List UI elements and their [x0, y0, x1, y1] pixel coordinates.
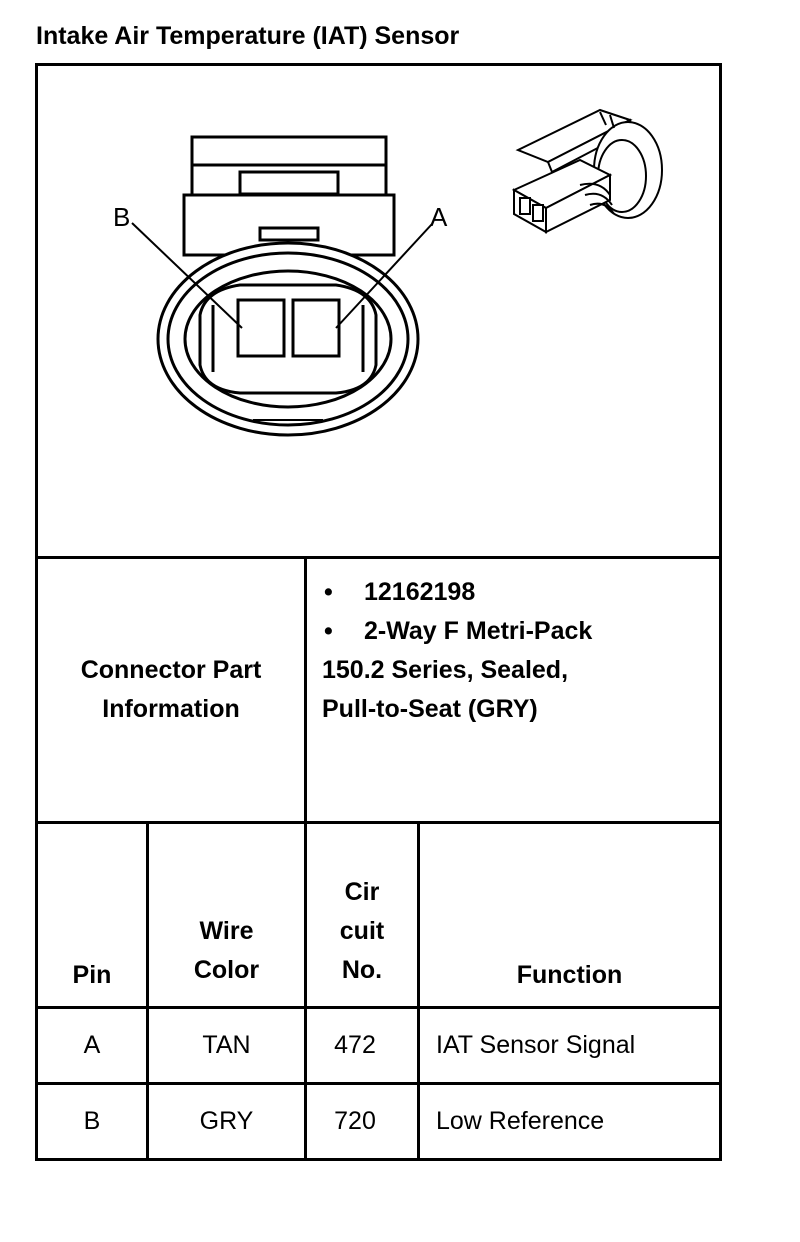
cell-function: IAT Sensor Signal: [436, 1031, 636, 1059]
divider-col-3: [417, 821, 420, 1161]
header-pin: Pin: [72, 961, 112, 989]
pin-a-label: A: [430, 202, 448, 232]
connector-isometric-drawing: [511, 108, 663, 234]
divider-header: [35, 1006, 722, 1009]
connector-info-label-line1: Connector Part: [80, 656, 262, 684]
cell-wire-color: GRY: [199, 1107, 254, 1135]
connector-description-line2: Pull-to-Seat (GRY): [322, 695, 538, 723]
cell-function: Low Reference: [436, 1107, 605, 1135]
header-circuit-number: Cir cuit No.: [339, 878, 385, 984]
cell-pin: B: [83, 1107, 101, 1135]
bullet-icon: •: [324, 578, 333, 606]
cell-circuit-number: 472: [334, 1031, 376, 1059]
header-function: Function: [516, 961, 623, 989]
connector-info-label: Connector Part Information: [38, 559, 304, 821]
connector-description-line1: 150.2 Series, Sealed,: [322, 656, 569, 684]
header-wire-color: Wire Color: [193, 917, 260, 984]
divider-info-column: [304, 556, 307, 824]
divider-info: [35, 821, 722, 824]
divider-row-a: [35, 1082, 722, 1085]
cell-pin: A: [83, 1031, 101, 1059]
connector-diagram: B A: [113, 108, 663, 437]
divider-diagram: [35, 556, 722, 559]
part-number: 12162198: [364, 578, 476, 606]
pin-b-label: B: [113, 202, 130, 232]
cell-circuit-number: 720: [334, 1107, 376, 1135]
bullet-icon: •: [324, 617, 333, 645]
connector-face-drawing: [156, 135, 420, 437]
outer-frame: [35, 63, 722, 1161]
page-title: Intake Air Temperature (IAT) Sensor: [36, 22, 460, 50]
cell-wire-color: TAN: [202, 1031, 251, 1059]
connector-info-label-line2: Information: [102, 695, 240, 723]
bullet-item-1: • 12162198: [324, 578, 475, 607]
divider-col-1: [146, 821, 149, 1161]
divider-col-2: [304, 821, 307, 1161]
connector-type: 2-Way F Metri-Pack: [364, 617, 593, 645]
bullet-item-2: • 2-Way F Metri-Pack: [324, 617, 592, 646]
pin-leader-lines: [131, 222, 433, 329]
